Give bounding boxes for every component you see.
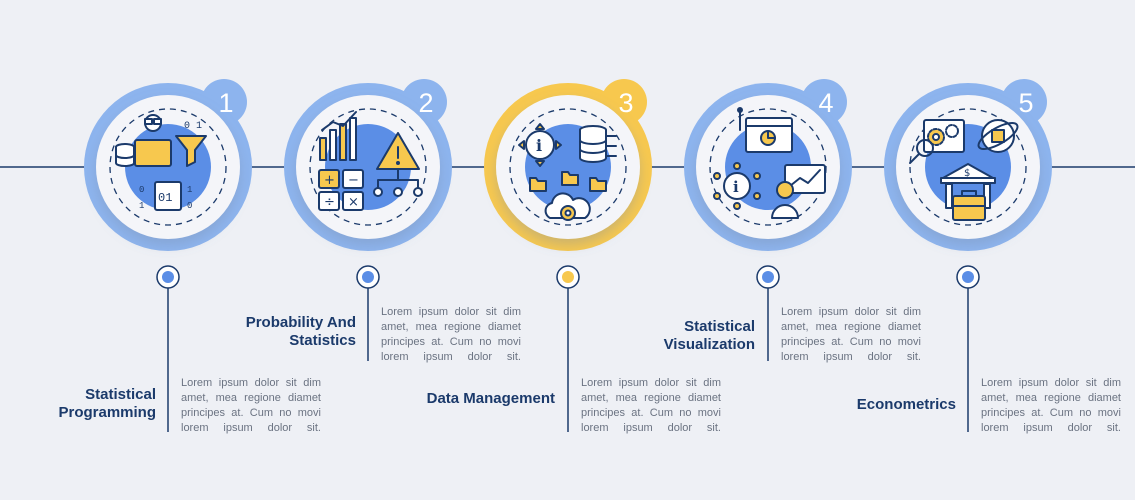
node-dot-5 (962, 271, 974, 283)
step-body-2-line-1: Lorem ipsum dolor sit dim (381, 306, 521, 318)
svg-text:÷: ÷ (324, 195, 335, 210)
step-number-5: 5 (1018, 88, 1033, 118)
node-dot-2 (362, 271, 374, 283)
programmer-data-filter-binary-icon: 0 1 01 0 1 1 0 (115, 114, 207, 211)
step-number-3: 3 (618, 88, 633, 118)
svg-text:1: 1 (187, 185, 192, 195)
info-database-folders-cloud-icon: i (518, 123, 617, 221)
step-number-1: 1 (218, 88, 233, 118)
svg-text:01: 01 (158, 191, 172, 205)
step-body-5-line-4: lorem ipsum dolor sit. (981, 422, 1121, 434)
step-title-2: Probability And Statistics (245, 314, 356, 349)
node-dot-4 (762, 271, 774, 283)
step-4: 4 i (684, 79, 852, 361)
step-body-3-line-3: principes at. Cum no movi (581, 407, 721, 419)
step-5: 5 $ (884, 79, 1052, 432)
step-body-1-line-4: lorem ipsum dolor sit. (181, 422, 321, 434)
step-body-3-line-4: lorem ipsum dolor sit. (581, 422, 721, 434)
step-body-5-line-2: amet, mea regione diamet (981, 392, 1121, 404)
step-body-2-line-4: lorem ipsum dolor sit. (381, 351, 521, 363)
svg-text:+: + (324, 173, 335, 188)
step-3: 3 i (484, 79, 652, 432)
step-1: 1 0 1 01 0 1 1 0 (84, 79, 252, 432)
svg-text:×: × (348, 195, 359, 210)
dashed-ring-3 (509, 108, 627, 226)
svg-text:0: 0 (139, 185, 144, 195)
step-number-2: 2 (418, 88, 433, 118)
step-body-3-line-1: Lorem ipsum dolor sit dim (581, 377, 721, 389)
svg-text:0: 0 (187, 201, 192, 211)
svg-text:0 1: 0 1 (184, 121, 202, 132)
node-dot-1 (162, 271, 174, 283)
dashed-ring-2 (309, 108, 427, 226)
step-body-1-line-2: amet, mea regione diamet (181, 392, 321, 404)
dashed-ring-1 (109, 108, 227, 226)
dashboard-info-presenter-icon: i (713, 107, 826, 219)
node-dot-3 (562, 271, 574, 283)
step-title-1: Statistical Programming (58, 386, 156, 421)
step-2: 2 + − ÷ × (284, 79, 452, 361)
chart-warning-calculator-icon: + − ÷ × (318, 111, 423, 211)
svg-text:−: − (348, 173, 359, 188)
step-body-4-line-1: Lorem ipsum dolor sit dim (781, 306, 921, 318)
svg-text:i: i (536, 136, 542, 155)
step-body-1-line-1: Lorem ipsum dolor sit dim (181, 377, 321, 389)
step-body-5-line-1: Lorem ipsum dolor sit dim (981, 377, 1121, 389)
step-body-1: Lorem ipsum dolor sit dim amet, mea regi… (181, 376, 321, 436)
svg-text:$: $ (964, 168, 970, 179)
step-body-4: Lorem ipsum dolor sit dim amet, mea regi… (781, 305, 921, 365)
step-body-5: Lorem ipsum dolor sit dim amet, mea regi… (981, 376, 1121, 436)
step-body-4-line-4: lorem ipsum dolor sit. (781, 351, 921, 363)
step-body-2-line-2: amet, mea regione diamet (381, 321, 521, 333)
step-body-4-line-2: amet, mea regione diamet (781, 321, 921, 333)
step-body-3: Lorem ipsum dolor sit dim amet, mea regi… (581, 376, 721, 436)
svg-text:1: 1 (139, 201, 144, 211)
step-body-2: Lorem ipsum dolor sit dim amet, mea regi… (381, 305, 521, 365)
step-body-1-line-3: principes at. Cum no movi (181, 407, 321, 419)
svg-text:i: i (733, 178, 739, 196)
step-body-3-line-2: amet, mea regione diamet (581, 392, 721, 404)
step-title-5: Econometrics (856, 396, 956, 413)
step-body-2-line-3: principes at. Cum no movi (381, 336, 521, 348)
step-body-4-line-3: principes at. Cum no movi (781, 336, 921, 348)
step-title-3: Data Management (426, 390, 555, 407)
step-body-5-line-3: principes at. Cum no movi (981, 407, 1121, 419)
step-title-4: Statistical Visualization (663, 318, 755, 353)
gears-globe-bank-briefcase-icon: $ (909, 119, 1019, 221)
dashed-ring-5 (909, 108, 1027, 226)
step-number-4: 4 (818, 88, 833, 118)
